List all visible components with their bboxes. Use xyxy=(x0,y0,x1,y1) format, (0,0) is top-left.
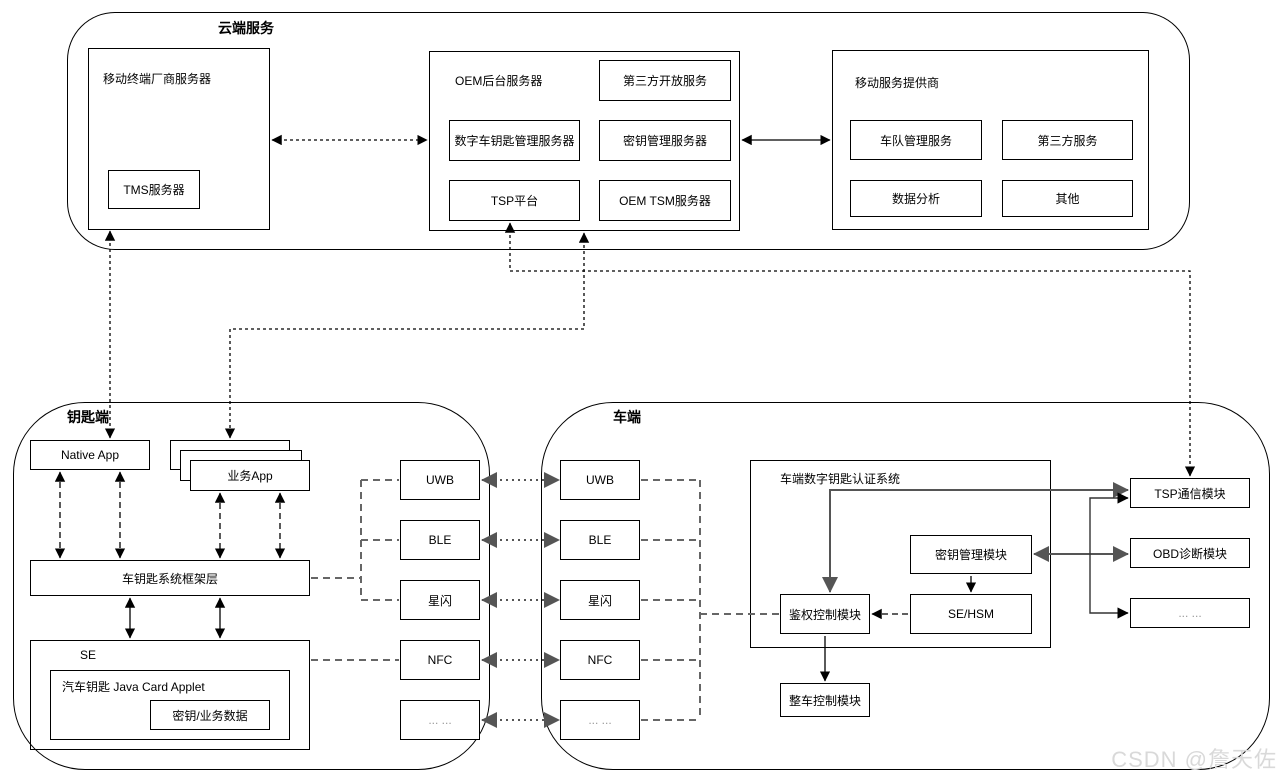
veh-radio-starflash-box: 星闪 xyxy=(560,580,640,620)
oem-tsm-server-box: OEM TSM服务器 xyxy=(599,180,731,221)
cloud-services-title: 云端服务 xyxy=(218,20,274,36)
se-hsm-box: SE/HSM xyxy=(910,594,1032,634)
tms-server-box: TMS服务器 xyxy=(108,170,200,209)
fleet-mgmt-service-box: 车队管理服务 xyxy=(850,120,982,160)
data-analytics-box: 数据分析 xyxy=(850,180,982,217)
key-radio-more-box: ... ... xyxy=(400,700,480,740)
third-party-open-service-box: 第三方开放服务 xyxy=(599,60,731,101)
third-party-service-box: 第三方服务 xyxy=(1002,120,1133,160)
veh-radio-ble-box: BLE xyxy=(560,520,640,560)
key-radio-ble-box: BLE xyxy=(400,520,480,560)
native-app-box: Native App xyxy=(30,440,150,470)
csdn-watermark: CSDN @詹天佐 xyxy=(1111,747,1277,772)
vehicle-side-title: 车端 xyxy=(613,409,641,425)
key-radio-starflash-box: 星闪 xyxy=(400,580,480,620)
key-radio-uwb-box: UWB xyxy=(400,460,480,500)
veh-key-mgmt-module-box: 密钥管理模块 xyxy=(910,535,1032,574)
oem-backend-title: OEM后台服务器 xyxy=(455,74,543,88)
business-app-box: 业务App xyxy=(190,460,310,491)
applet-title: 汽车钥匙 Java Card Applet xyxy=(62,680,205,694)
se-group xyxy=(30,640,310,750)
veh-radio-uwb-box: UWB xyxy=(560,460,640,500)
mobile-vendor-server-group xyxy=(88,48,270,230)
veh-radio-nfc-box: NFC xyxy=(560,640,640,680)
key-radio-nfc-box: NFC xyxy=(400,640,480,680)
car-key-framework-box: 车钥匙系统框架层 xyxy=(30,560,310,596)
obd-diagnostic-module-box: OBD诊断模块 xyxy=(1130,538,1250,568)
vehicle-auth-system-title: 车端数字钥匙认证系统 xyxy=(780,472,901,486)
digital-key-mgmt-server-box: 数字车钥匙管理服务器 xyxy=(449,120,580,161)
auth-ctrl-module-box: 鉴权控制模块 xyxy=(780,594,870,634)
tsp-platform-box: TSP平台 xyxy=(449,180,580,221)
key-mgmt-server-box: 密钥管理服务器 xyxy=(599,120,731,161)
java-card-applet-group xyxy=(50,670,290,740)
vehicle-ctrl-module-box: 整车控制模块 xyxy=(780,683,870,717)
veh-more-module-box: ... ... xyxy=(1130,598,1250,628)
key-side-title: 钥匙端 xyxy=(67,409,109,425)
veh-radio-more-box: ... ... xyxy=(560,700,640,740)
other-box: 其他 xyxy=(1002,180,1133,217)
key-business-data-box: 密钥/业务数据 xyxy=(150,700,270,730)
mobile-vendor-title: 移动终端厂商服务器 xyxy=(103,72,212,86)
tsp-comm-module-box: TSP通信模块 xyxy=(1130,478,1250,508)
msp-title: 移动服务提供商 xyxy=(855,76,940,90)
se-title: SE xyxy=(80,648,97,662)
